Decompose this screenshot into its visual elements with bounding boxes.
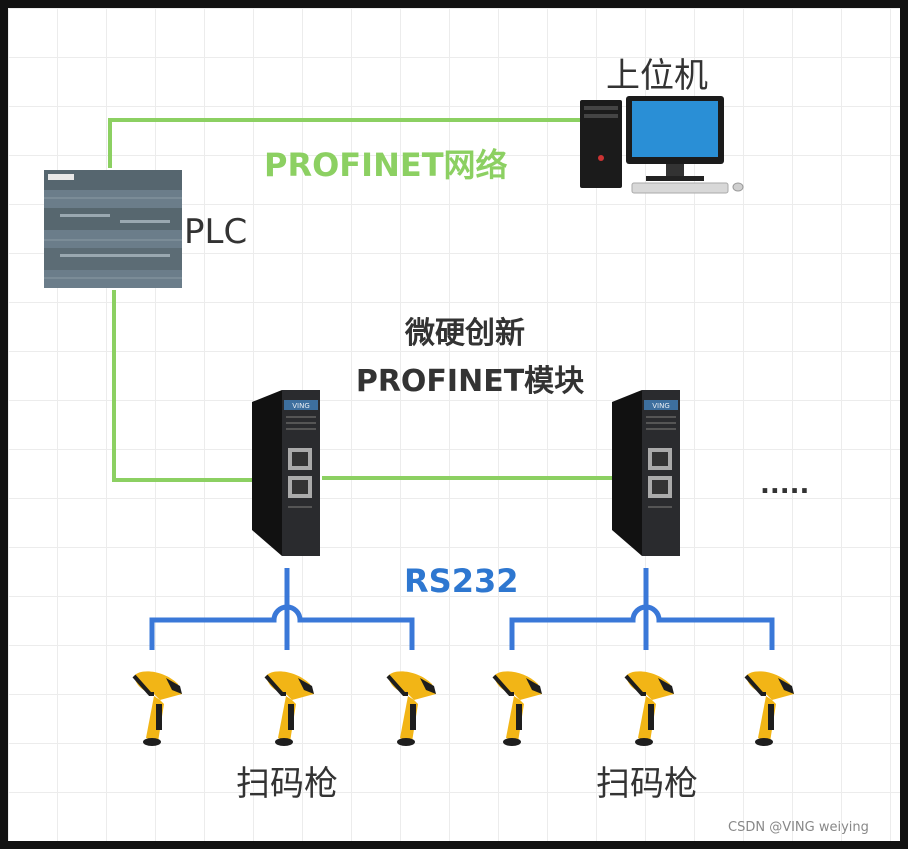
barcode-scanner-icon: [492, 669, 544, 748]
rs232-label: RS232: [404, 562, 519, 600]
profinet-network-label: PROFINET网络: [264, 146, 508, 184]
plc-to-pc-line: [108, 118, 582, 168]
serial-bus-left: [149, 604, 415, 650]
profinet-module-icon: VING: [612, 390, 680, 556]
watermark: CSDN @VING weiying: [728, 820, 869, 835]
barcode-scanner-icon: [132, 669, 184, 748]
rs232-lines: [149, 568, 775, 650]
more-modules-ellipsis: .....: [760, 470, 810, 500]
barcode-scanner-icon: [264, 669, 316, 748]
module-title-line1: 微硬创新: [405, 316, 525, 351]
scanners-right-label: 扫码枪: [596, 764, 698, 804]
pc-label: 上位机: [606, 56, 708, 96]
profinet-network-lines: [108, 118, 612, 482]
plc-label: PLC: [184, 212, 248, 252]
serial-bus-right: [509, 604, 775, 650]
module-brand-text: VING: [292, 402, 310, 410]
pc-icon: [580, 96, 744, 194]
module-title-line2: PROFINET模块: [355, 364, 585, 399]
profinet-module-icon: VING: [252, 390, 320, 556]
plc-icon: [44, 170, 182, 288]
barcode-scanner-icon: [386, 669, 438, 748]
barcode-scanner-icon: [624, 669, 676, 748]
module-brand-text: VING: [652, 402, 670, 410]
plc-to-module-line: [112, 290, 254, 482]
scanners-left-label: 扫码枪: [236, 764, 338, 804]
barcode-scanner-icon: [744, 669, 796, 748]
